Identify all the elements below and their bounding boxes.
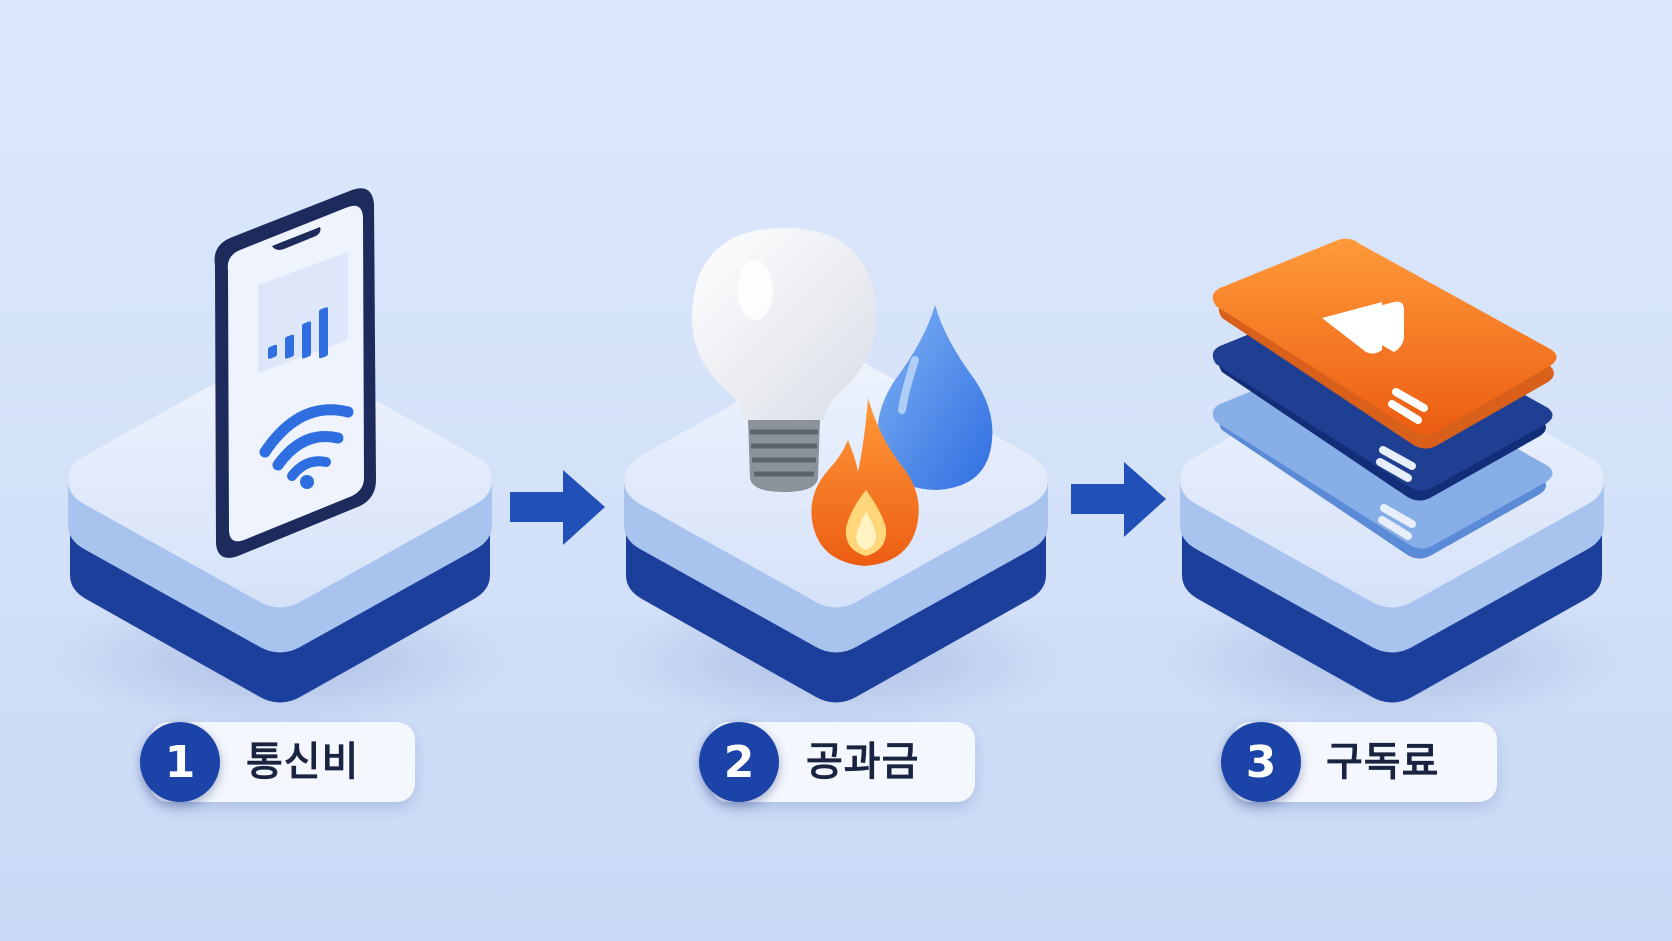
signal-bars-icon (258, 252, 348, 373)
water-drop-icon (877, 305, 993, 490)
step-2-number-badge: 2 (699, 722, 779, 802)
smartphone-icon (214, 188, 376, 558)
step-1-label: 통신비 (246, 739, 360, 785)
wifi-icon (259, 404, 354, 489)
arrow-right-icon-2 (1071, 462, 1166, 537)
step-2-label: 공과금 (806, 739, 920, 785)
step-1-number-badge: 1 (140, 722, 220, 802)
light-bulb-icon (691, 228, 877, 492)
step-3-number-badge: 3 (1221, 722, 1301, 802)
fire-icon (811, 398, 919, 566)
step-3-label: 구독료 (1326, 739, 1440, 785)
arrow-right-icon-1 (510, 470, 605, 545)
subscription-cards-icon (1212, 238, 1557, 559)
